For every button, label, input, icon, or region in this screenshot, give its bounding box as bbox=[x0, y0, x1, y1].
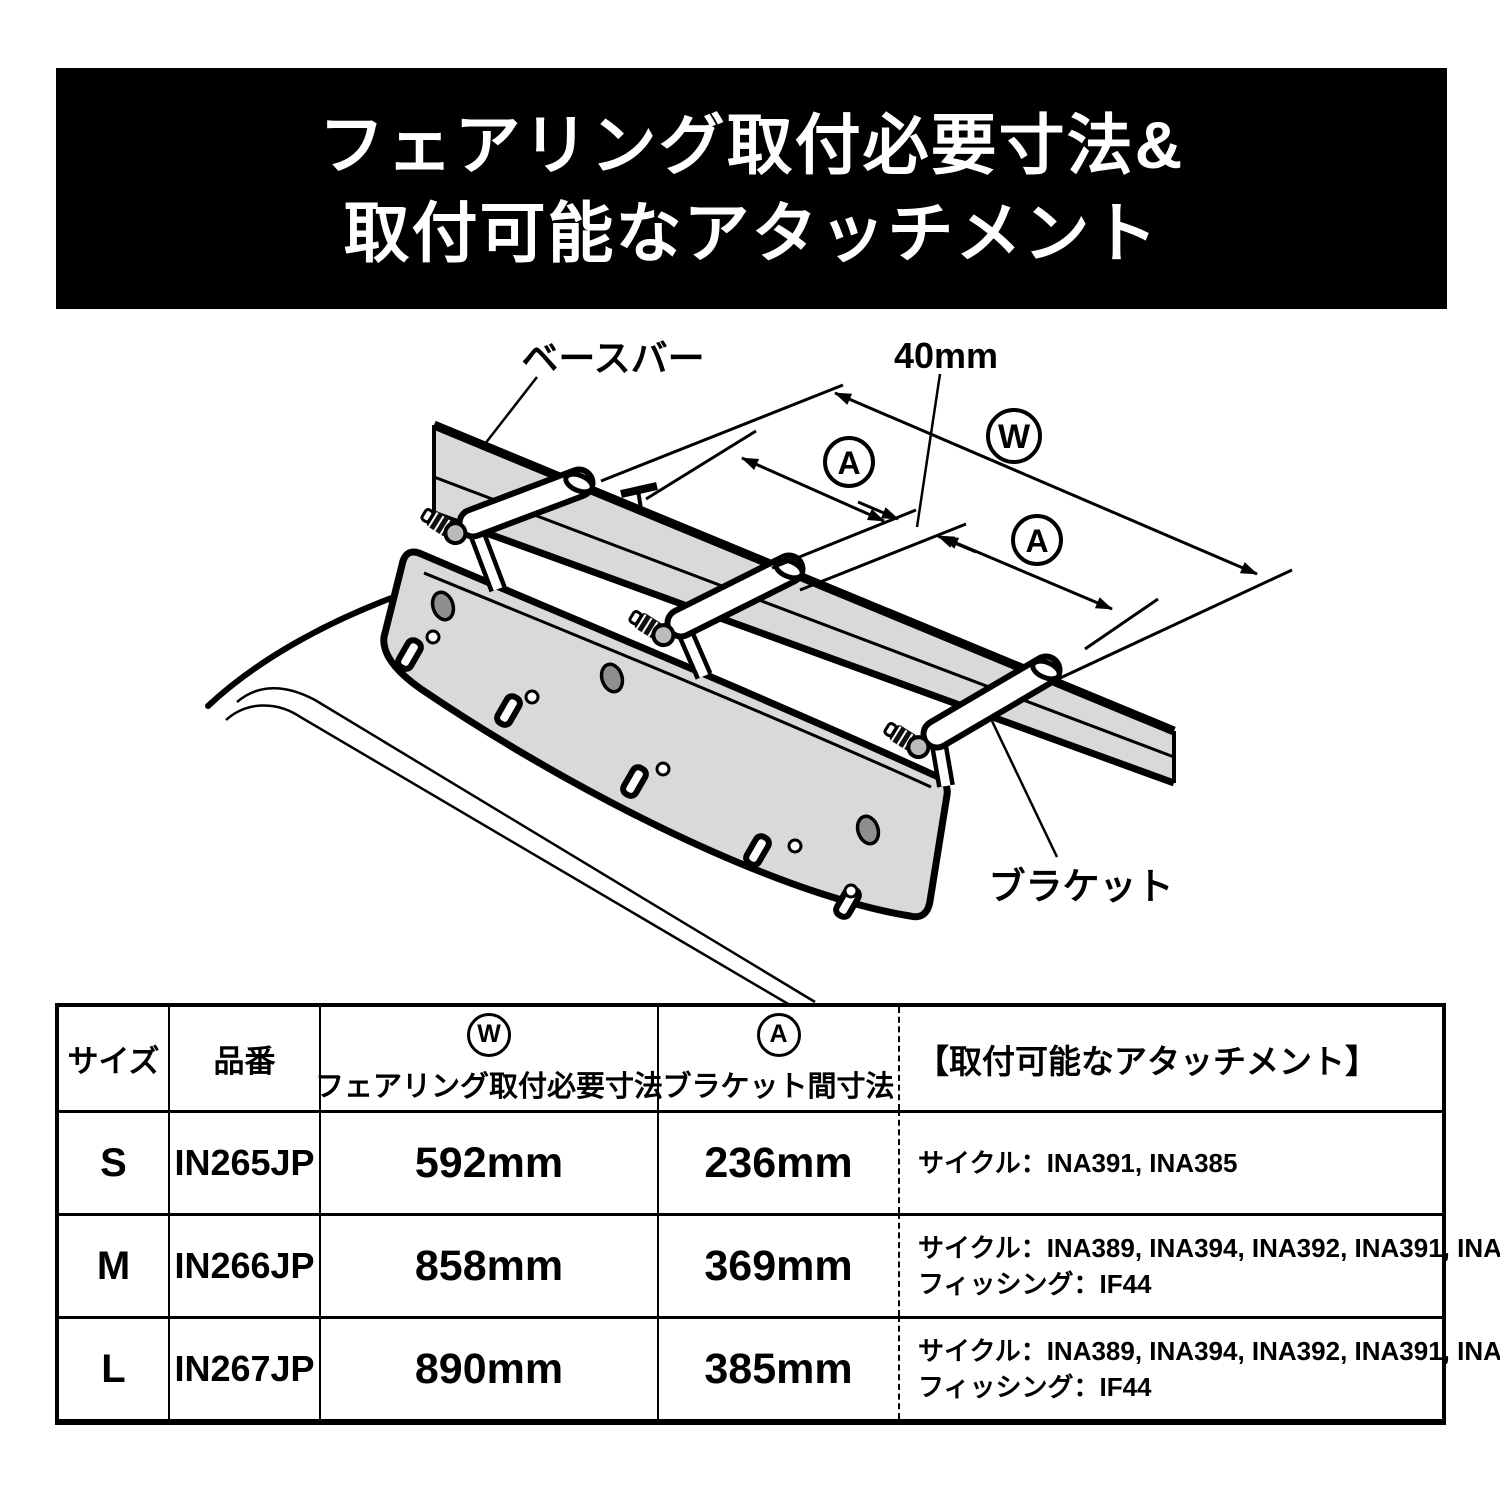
dim-symbol-a2: A bbox=[1011, 514, 1063, 566]
leader-lines bbox=[480, 373, 1059, 858]
size-value: M bbox=[59, 1213, 168, 1316]
header-a-dimension: A ブラケット間寸法 bbox=[657, 1007, 898, 1110]
header-a-label: ブラケット間寸法 bbox=[662, 1070, 895, 1103]
w-circle-symbol: W bbox=[467, 1012, 511, 1057]
label-base-bar: ベースバー bbox=[521, 338, 704, 379]
a-value: 385mm bbox=[657, 1316, 898, 1419]
table-row-l: L IN267JP 890mm 385mm サイクル：INA389, INA39… bbox=[59, 1316, 1500, 1419]
part-no-value: IN267JP bbox=[168, 1316, 319, 1419]
fairing-panel bbox=[380, 548, 951, 921]
title-line-2: 取付可能なアタッチメント bbox=[343, 195, 1160, 270]
car-roof-lines bbox=[205, 594, 816, 1010]
header-attachments: 【取付可能なアタッチメント】 bbox=[898, 1007, 1442, 1110]
dimension-arrows bbox=[741, 391, 1258, 611]
part-no-value: IN265JP bbox=[168, 1110, 319, 1213]
dim-symbol-a1: A bbox=[823, 436, 875, 488]
header-w-label: フェアリング取付必要寸法 bbox=[315, 1070, 664, 1103]
title-banner: フェアリング取付必要寸法& 取付可能なアタッチメント bbox=[56, 68, 1447, 309]
size-value: L bbox=[59, 1316, 168, 1419]
part-no-value: IN266JP bbox=[168, 1213, 319, 1316]
dim-a1-letter: A bbox=[837, 445, 860, 481]
attachment-line: サイクル：INA391, INA385 bbox=[918, 1148, 1238, 1178]
table-row-s: S IN265JP 592mm 236mm サイクル：INA391, INA38… bbox=[59, 1110, 1442, 1213]
dim-a2-letter: A bbox=[1025, 523, 1048, 559]
table-row-m: M IN266JP 858mm 369mm サイクル：INA389, INA39… bbox=[59, 1213, 1500, 1316]
header-size: サイズ bbox=[59, 1007, 168, 1110]
attachment-line: フィッシング：IF44 bbox=[918, 1269, 1152, 1299]
attachment-line: フィッシング：IF44 bbox=[918, 1372, 1152, 1402]
label-bracket: ブラケット bbox=[989, 865, 1174, 907]
w-value: 858mm bbox=[319, 1213, 657, 1316]
header-part-no: 品番 bbox=[168, 1007, 319, 1110]
installation-diagram: W A A ベースバー 40mm ブラケット bbox=[0, 310, 1500, 1010]
a-value: 369mm bbox=[657, 1213, 898, 1316]
a-circle-symbol: A bbox=[756, 1012, 801, 1057]
dim-w-letter: W bbox=[998, 418, 1031, 456]
dim-symbol-w: W bbox=[986, 408, 1042, 464]
a-value: 236mm bbox=[657, 1110, 898, 1213]
w-value: 592mm bbox=[319, 1110, 657, 1213]
w-value: 890mm bbox=[319, 1316, 657, 1419]
attachment-line: サイクル：INA389, INA394, INA392, INA391, INA… bbox=[918, 1336, 1500, 1366]
title-line-1: フェアリング取付必要寸法& bbox=[318, 107, 1185, 182]
attachment-line: サイクル：INA389, INA394, INA392, INA391, INA… bbox=[918, 1233, 1500, 1263]
size-value: S bbox=[59, 1110, 168, 1213]
attachments-value: サイクル：INA389, INA394, INA392, INA391, INA… bbox=[898, 1213, 1500, 1316]
label-40mm: 40mm bbox=[894, 335, 998, 376]
attachments-value: サイクル：INA389, INA394, INA392, INA391, INA… bbox=[898, 1316, 1500, 1419]
spec-table: サイズ 品番 W フェアリング取付必要寸法 A ブラケット間寸法 【取付可能なア… bbox=[55, 1003, 1500, 1425]
header-w-dimension: W フェアリング取付必要寸法 bbox=[315, 1007, 663, 1110]
fairing-holes bbox=[425, 590, 881, 899]
bracket-3 bbox=[883, 653, 1063, 788]
bracket-2 bbox=[628, 552, 806, 680]
bracket-1 bbox=[420, 466, 596, 593]
table-header-row: サイズ 品番 W フェアリング取付必要寸法 A ブラケット間寸法 【取付可能なア… bbox=[59, 1007, 1442, 1110]
attachments-value: サイクル：INA391, INA385 bbox=[898, 1110, 1442, 1213]
